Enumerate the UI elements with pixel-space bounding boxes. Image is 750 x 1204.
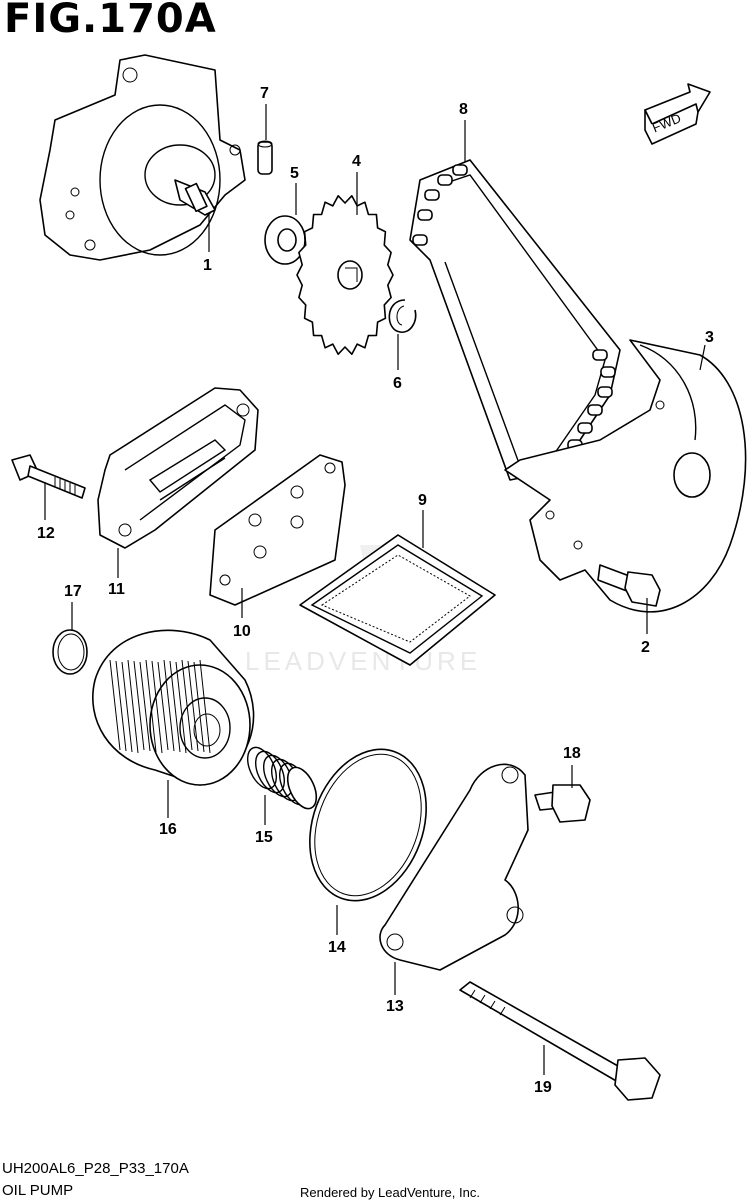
chain-link (412, 234, 428, 246)
filter-pleat (199, 659, 211, 754)
callout-13[interactable]: 13 (386, 998, 404, 1015)
rendered-by: Rendered by LeadVenture, Inc. (300, 1185, 480, 1200)
part-1-oil-pump[interactable] (39, 54, 246, 261)
filter-pleat (145, 659, 157, 753)
callout-4[interactable]: 4 (352, 153, 361, 170)
diagram-name: OIL PUMP (2, 1182, 74, 1199)
callout-10[interactable]: 10 (233, 623, 251, 640)
part-9-screen[interactable] (299, 534, 496, 666)
filter-pleat (163, 659, 175, 752)
filter-pleat (127, 659, 139, 754)
filter-pleat (181, 659, 193, 751)
part-17-o-ring[interactable] (52, 629, 88, 675)
callout-8[interactable]: 8 (459, 101, 468, 118)
chain-link (437, 174, 453, 186)
diagram-code: UH200AL6_P28_P33_170A (2, 1160, 189, 1177)
callout-3[interactable]: 3 (705, 329, 714, 346)
callout-numbers: 1 2 3 4 5 6 7 8 9 10 11 12 13 14 15 16 1… (37, 85, 714, 1096)
spring-coil (254, 750, 286, 794)
filter-pleat (115, 660, 127, 752)
chain-link (417, 209, 433, 221)
part-14-o-ring[interactable] (290, 733, 447, 917)
callout-1[interactable]: 1 (203, 257, 212, 274)
filter-pleat (175, 661, 187, 754)
callout-15[interactable]: 15 (255, 829, 273, 846)
filter-pleat (187, 660, 199, 752)
callout-2[interactable]: 2 (641, 639, 650, 656)
chain-link (600, 366, 616, 378)
part-6-circlip[interactable] (388, 299, 417, 333)
filter-pleat (121, 661, 133, 753)
part-19-long-bolt[interactable] (459, 981, 661, 1101)
part-12-bolt[interactable] (11, 454, 86, 499)
part-11-strainer-housing[interactable] (97, 387, 259, 549)
filter-pleat (193, 661, 205, 753)
callout-14[interactable]: 14 (328, 939, 346, 956)
chain-link (452, 164, 468, 176)
chain-link (597, 386, 613, 398)
callout-16[interactable]: 16 (159, 821, 177, 838)
leader-lines (44, 104, 706, 1075)
figure-title: FIG.170A (4, 0, 217, 42)
part-5-washer[interactable] (264, 215, 306, 265)
part-16-oil-filter[interactable] (92, 629, 255, 786)
part-15-spring[interactable] (242, 743, 322, 813)
chain-link (577, 422, 593, 434)
callout-6[interactable]: 6 (393, 375, 402, 392)
callout-17[interactable]: 17 (64, 583, 82, 600)
part-13-filter-cover[interactable] (379, 763, 529, 971)
filter-pleat (157, 661, 169, 751)
spring-coil (246, 746, 278, 790)
callout-18[interactable]: 18 (563, 745, 581, 762)
filter-pleat (133, 660, 145, 751)
fwd-arrow-icon: FWD (644, 83, 711, 145)
part-2-bolt[interactable] (597, 564, 661, 607)
chain-link (592, 349, 608, 361)
callout-5[interactable]: 5 (290, 165, 299, 182)
part-3-chain-cover[interactable] (504, 339, 747, 613)
filter-pleat (169, 660, 181, 753)
watermark-text: LEADVENTURE (245, 646, 481, 676)
part-18-bolt[interactable] (534, 784, 591, 823)
callout-19[interactable]: 19 (534, 1079, 552, 1096)
chain-link (587, 404, 603, 416)
part-7-pin[interactable] (257, 140, 273, 175)
filter-pleat (139, 661, 151, 752)
callout-12[interactable]: 12 (37, 525, 55, 542)
callout-7[interactable]: 7 (260, 85, 269, 102)
filter-pleat (109, 659, 121, 751)
part-4-sprocket[interactable] (296, 195, 394, 355)
spring-coil (286, 766, 318, 810)
filter-pleat (151, 660, 163, 754)
callout-11[interactable]: 11 (108, 581, 125, 598)
chain-link (424, 189, 440, 201)
callout-9[interactable]: 9 (418, 492, 427, 509)
part-10-gasket[interactable] (209, 454, 346, 606)
part-8-chain[interactable] (409, 159, 621, 481)
